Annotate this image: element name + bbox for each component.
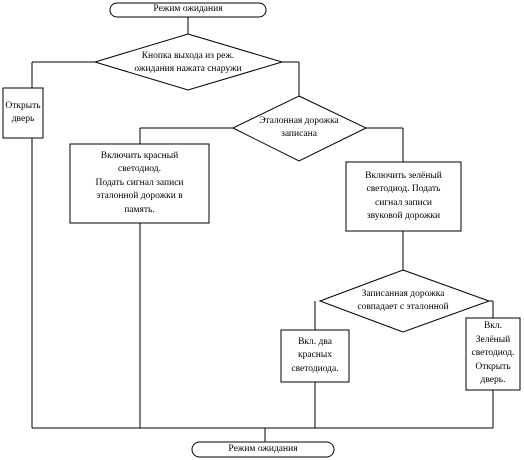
decision-reference-recorded [231,95,368,162]
end-label: Режим ожидания [228,443,298,454]
process-two-red-leds [280,329,350,383]
red-led-record-label: Включить красный светодиод. Подать сигна… [95,150,184,215]
decision-track-matches-label: Записанная дорожка совпадает с эталонной [357,288,449,312]
connectors [31,17,494,442]
green-led-open-label: Вкл. Зелёный светодиод. Открыть дверь. [471,321,515,386]
process-open-door [2,87,44,139]
decision-exit-button-pressed-label: Кнопка выхода из реж. ожидания нажата сн… [134,50,242,74]
two-red-leds-label: Вкл. два красных светодиода. [291,336,339,374]
decision-reference-recorded-label: Эталонная дорожка записана [259,115,339,139]
process-green-led-record [345,161,462,232]
decision-exit-button-pressed [93,33,284,91]
start-label: Режим ожидания [153,4,223,15]
process-green-led-open [465,317,521,391]
start-terminator [109,2,267,18]
decision-track-matches [318,269,491,333]
open-door-label: Открыть дверь [5,100,41,124]
green-led-record-label: Включить зелёный светодиод. Подать сигна… [365,170,442,221]
end-terminator [191,441,335,458]
process-red-led-record [69,143,210,224]
